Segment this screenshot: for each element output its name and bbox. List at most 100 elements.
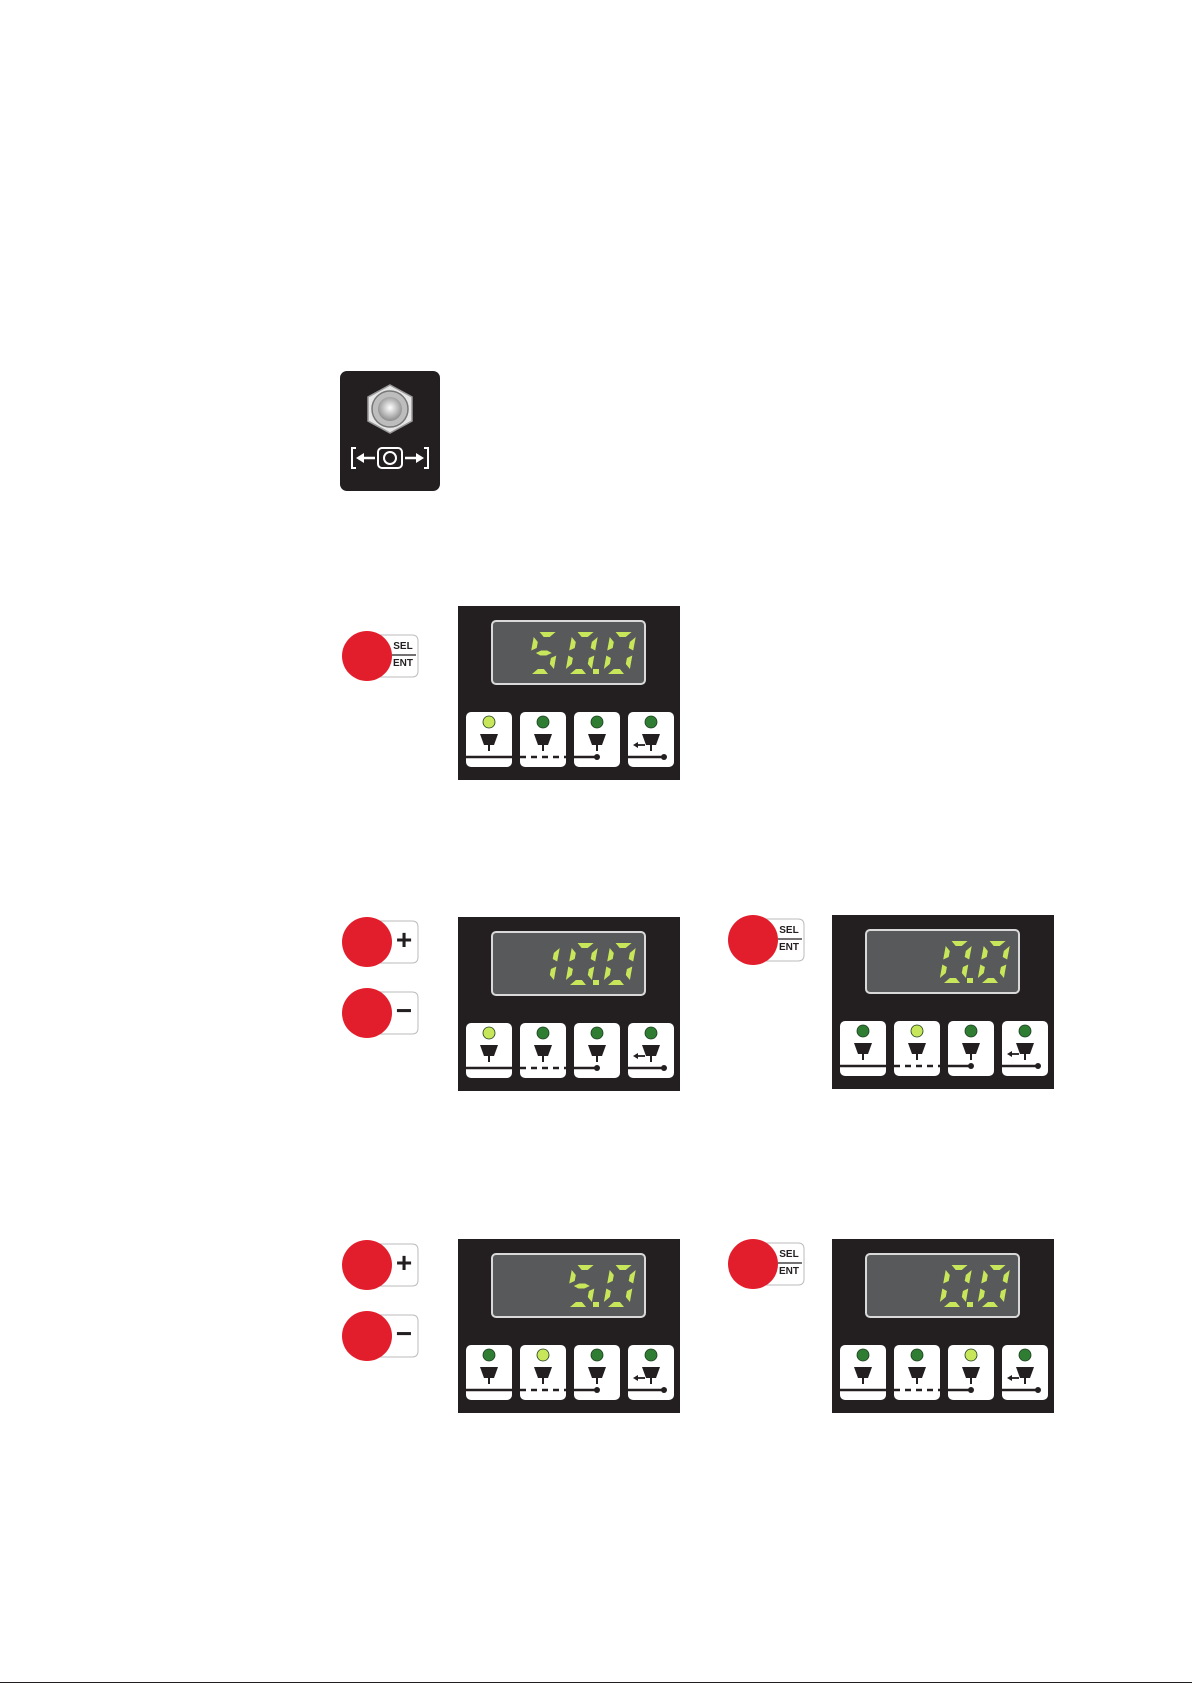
mode-button-2[interactable] — [520, 712, 566, 767]
spot-end-icon — [574, 734, 606, 760]
display-panel: 5.0 — [458, 1239, 680, 1413]
led-off-icon — [645, 1349, 657, 1361]
readout-digit — [604, 632, 636, 674]
sel-label: SEL — [391, 641, 415, 652]
digital-readout: 50.0 — [491, 620, 646, 685]
dashed-line-icon — [894, 1043, 940, 1066]
mode-button-2[interactable] — [894, 1345, 940, 1400]
mode-button-1[interactable] — [466, 1023, 512, 1078]
mode-button-3[interactable] — [574, 1345, 620, 1400]
digital-readout: 5.0 — [491, 1253, 646, 1318]
readout-digit — [604, 1265, 636, 1307]
display-panel: 0.0 — [832, 1239, 1054, 1413]
mode-button-1[interactable] — [466, 712, 512, 767]
plus-button[interactable]: + — [340, 915, 420, 969]
led-on-icon — [483, 1027, 495, 1039]
readout-digit — [566, 632, 599, 674]
dashed-line-icon — [894, 1367, 940, 1390]
led-on-icon — [483, 716, 495, 728]
plus-label: + — [392, 1244, 416, 1282]
continuous-line-icon — [466, 734, 512, 757]
readout-digit — [940, 1265, 973, 1307]
led-off-icon — [591, 1349, 603, 1361]
led-on-icon — [911, 1025, 923, 1037]
plus-label: + — [392, 921, 416, 959]
readout-value: 0.0 — [1011, 978, 1013, 980]
spot-end-icon — [948, 1367, 980, 1393]
led-on-icon — [965, 1349, 977, 1361]
led-on-icon — [537, 1349, 549, 1361]
readout-digit — [569, 1265, 599, 1307]
display-panel: 0.0 — [832, 915, 1054, 1089]
mode-button-3[interactable] — [948, 1345, 994, 1400]
sel-ent-button[interactable]: SEL ENT — [726, 1237, 806, 1291]
retract-icon — [628, 734, 667, 760]
retract-icon — [628, 1367, 667, 1393]
display-panel: 50.0 — [458, 606, 680, 780]
mode-button-4[interactable] — [628, 1345, 674, 1400]
sel-label: SEL — [777, 925, 801, 936]
continuous-line-icon — [840, 1367, 886, 1390]
mode-button-1[interactable] — [466, 1345, 512, 1400]
continuous-line-icon — [466, 1045, 512, 1068]
plus-button[interactable]: + — [340, 1238, 420, 1292]
readout-digit — [531, 632, 556, 674]
sel-ent-button[interactable]: SEL ENT — [340, 629, 420, 683]
sel-label: SEL — [777, 1249, 801, 1260]
readout-digit — [978, 941, 1010, 983]
quick-connector-icon — [340, 371, 440, 491]
retract-icon — [628, 1045, 667, 1071]
led-off-icon — [857, 1349, 869, 1361]
led-off-icon — [911, 1349, 923, 1361]
spot-end-icon — [948, 1043, 980, 1069]
led-off-icon — [483, 1349, 495, 1361]
readout-digit — [940, 941, 973, 983]
mode-button-3[interactable] — [574, 712, 620, 767]
led-off-icon — [645, 1027, 657, 1039]
mode-button-2[interactable] — [520, 1023, 566, 1078]
led-off-icon — [537, 1027, 549, 1039]
digital-readout: 0.0 — [865, 1253, 1020, 1318]
led-off-icon — [537, 716, 549, 728]
mode-button-1[interactable] — [840, 1345, 886, 1400]
mode-button-4[interactable] — [628, 712, 674, 767]
decimal-point — [593, 669, 599, 674]
minus-button[interactable]: − — [340, 986, 420, 1040]
led-off-icon — [1019, 1025, 1031, 1037]
mode-button-2[interactable] — [520, 1345, 566, 1400]
readout-digit — [978, 1265, 1010, 1307]
mode-button-3[interactable] — [574, 1023, 620, 1078]
ent-label: ENT — [777, 942, 801, 953]
readout-value: 5.0 — [637, 1302, 639, 1304]
digital-readout: 0.0 — [865, 929, 1020, 994]
minus-button[interactable]: − — [340, 1309, 420, 1363]
display-panel: 10.0 — [458, 917, 680, 1091]
ent-label: ENT — [777, 1266, 801, 1277]
minus-label: − — [392, 1315, 416, 1353]
mode-button-2[interactable] — [894, 1021, 940, 1076]
mode-button-3[interactable] — [948, 1021, 994, 1076]
mode-button-4[interactable] — [628, 1023, 674, 1078]
retract-icon — [1002, 1367, 1041, 1393]
continuous-line-icon — [466, 1367, 512, 1390]
sel-ent-button[interactable]: SEL ENT — [726, 913, 806, 967]
digital-readout: 10.0 — [491, 931, 646, 996]
led-off-icon — [857, 1025, 869, 1037]
led-off-icon — [645, 716, 657, 728]
led-off-icon — [1019, 1349, 1031, 1361]
readout-value: 0.0 — [1011, 1302, 1013, 1304]
mode-button-4[interactable] — [1002, 1021, 1048, 1076]
decimal-point — [967, 1302, 973, 1307]
footer-rule — [0, 1682, 1192, 1683]
decimal-point — [967, 978, 973, 983]
mode-button-1[interactable] — [840, 1021, 886, 1076]
minus-label: − — [392, 992, 416, 1030]
spot-end-icon — [574, 1045, 606, 1071]
mode-button-4[interactable] — [1002, 1345, 1048, 1400]
dashed-line-icon — [520, 1045, 566, 1068]
ent-label: ENT — [391, 658, 415, 669]
readout-digit — [604, 943, 636, 985]
readout-value: 50.0 — [636, 669, 638, 671]
continuous-line-icon — [840, 1043, 886, 1066]
readout-digit — [566, 943, 599, 985]
